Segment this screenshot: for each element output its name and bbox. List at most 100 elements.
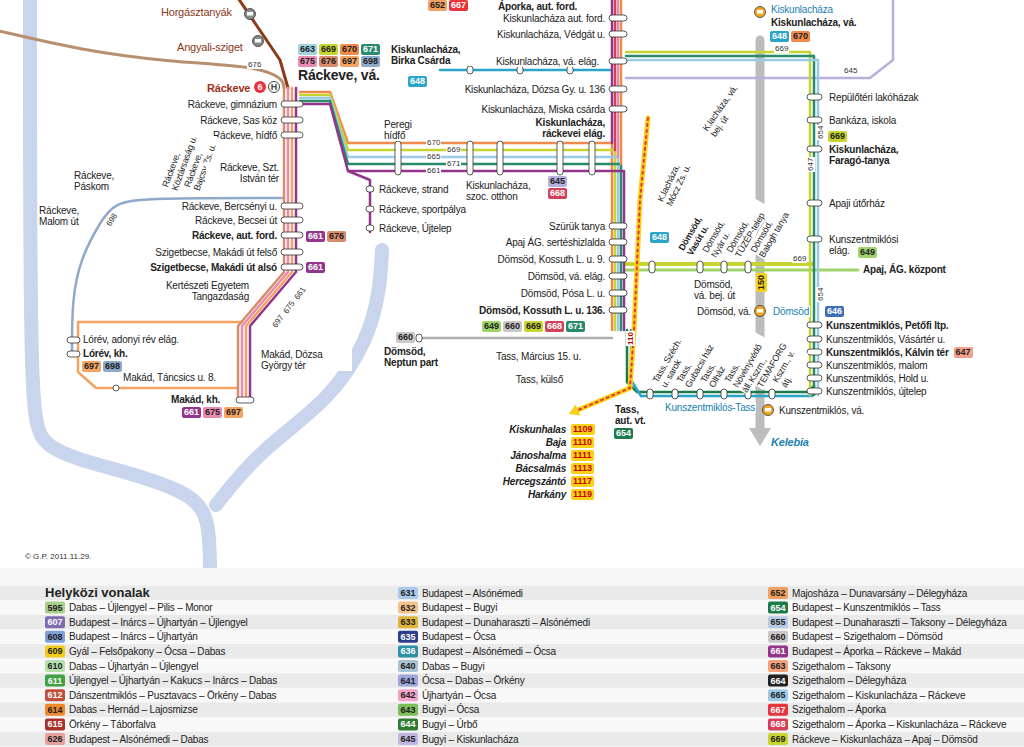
icon-glyph [765,408,771,412]
route-badge: 676 [319,56,338,67]
stop-marker [281,232,303,238]
stop-marker [366,225,374,231]
station-label: Ráckeve, Szt. István tér [206,162,280,184]
arrowhead [569,404,581,415]
route-badge: 661 [306,231,325,242]
stop-marker [807,146,822,152]
legend-swatch [398,660,418,672]
legend-title: Helyközi vonalak [45,585,150,600]
legend-text: Dabas – Újhartyán – Újlengyel [69,660,198,673]
stop-marker [807,236,822,242]
badge-number: 670 [342,44,357,54]
station-label: Ráckeve, sportpálya [378,204,467,215]
legend-swatch [398,675,418,687]
badge-number: 1119 [573,489,592,499]
station-label: Jánoshalma [509,450,567,461]
legend-text: Dabas – Újlengyel – Pilis – Monor [69,601,212,614]
route-number: 647 [806,157,815,172]
route-badge: 668 [548,188,567,199]
station-label: Makád, Táncsics u. 8. [122,372,217,383]
legend-stripe [0,673,1024,688]
station-label: Kiskunhalas [508,424,567,435]
route-badge: 663 [298,44,317,55]
route-badge: 647 [954,347,973,358]
station-label: Bankáza, iskola [828,115,897,126]
station-label: Kiskunlacháza, Birka Csárda [390,44,482,66]
stop-marker [769,389,775,399]
station-label: Ráckeve, strand [378,184,449,195]
route-badge: 648 [650,232,669,243]
badge-number: 697 [342,56,357,66]
route-badge: 1119 [571,489,594,500]
route-line [300,92,612,330]
route-line [300,101,621,330]
legend-number: 595 [45,602,65,614]
stop-marker [647,389,653,399]
badge-number: 661 [184,407,199,417]
route-number: 675 [281,298,297,316]
badge-number: 671 [363,44,378,54]
station-label: Kertészeti Egyetem Tangazdaság [148,280,250,302]
route-badge: 1110 [571,437,594,448]
station-label: Ráckeve, Páskom [73,170,131,192]
route-line [627,330,814,392]
badge-number: 675 [300,56,315,66]
stop-marker [497,141,503,175]
legend-text: Szigethalom – Áporka [792,703,886,716]
badge-number: 676 [321,56,336,66]
icon-disc [755,306,766,317]
route-number: 669 [792,254,807,263]
badge-number: 649 [484,321,499,331]
stop-marker [745,261,751,273]
legend-swatch [45,718,65,730]
legend-swatch [398,733,418,745]
route-badge: 150 [756,273,767,292]
legend-swatch [398,645,418,657]
route-line [626,52,810,395]
icon-glyph [255,39,261,43]
legend-swatch [398,718,418,730]
route-badge: 698 [361,56,380,67]
badge-number: 660 [505,321,520,331]
route-number: 676 [247,60,262,69]
route-badge: 669 [828,131,847,142]
station-label: Kiskunlacháza [770,4,834,15]
legend-swatch [398,616,418,628]
badge-number: 648 [772,31,787,41]
stop-marker [609,256,627,262]
legend-swatch [398,602,418,614]
legend-swatch [398,704,418,716]
legend-number: 655 [768,616,788,628]
station-label: Ráckeve, gimnázium [187,99,278,110]
badge-number: 668 [547,321,562,331]
station-label: Kunszentmiklós, Kálvin tér [825,347,950,358]
legend-swatch [45,631,65,643]
legend-number: 615 [45,718,65,730]
legend-text: Ráckeve – Kiskunlacháza – Apaj – Dömsöd [792,733,978,746]
legend-number: 635 [398,631,418,643]
badge-number: 645 [550,176,565,186]
route-line [626,56,814,395]
legend-number: 665 [768,689,788,701]
route-badge: 697 [224,407,243,418]
stop-marker [609,106,627,112]
route-badge: 697 [82,361,101,372]
station-label: Ráckeve, Újtelep [378,223,452,234]
route-line [418,337,612,340]
stop-symbol: H [268,81,280,93]
station-label: Kunszentmiklós, vá. [778,405,865,416]
stop-marker [807,117,822,123]
legend-stripe [0,703,1024,718]
station-label: Ráckeve, Malom út [38,205,96,227]
route-badge: 669 [319,44,338,55]
legend-number: 641 [398,675,418,687]
route-badge: 1111 [571,450,594,461]
legend-number: 609 [45,645,65,657]
route-line [620,0,623,164]
route-line [631,330,818,396]
icon-disc [763,405,774,416]
station-label: Kiskunlacháza, vá. elág. [495,56,600,67]
badge-number: 1117 [573,476,592,486]
legend-text: Dabas – Bugyi [422,660,484,673]
legend-number: 644 [398,718,418,730]
